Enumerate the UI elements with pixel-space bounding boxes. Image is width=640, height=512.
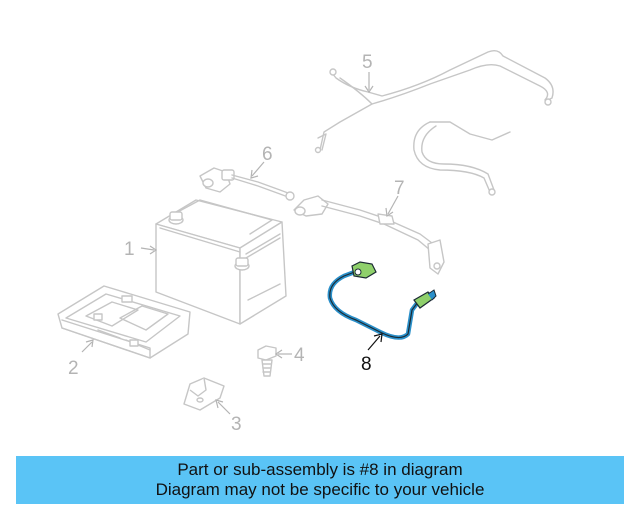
part-8-ground-cable[interactable] (327, 261, 437, 340)
part-5-wiring-harness[interactable] (314, 49, 554, 196)
part-1-battery[interactable] (155, 199, 287, 325)
callout-2: 2 (68, 358, 79, 379)
part-6-battery-cable[interactable] (199, 167, 295, 201)
info-banner: Part or sub-assembly is #8 in diagram Di… (16, 456, 624, 504)
leader-2-arrow (85, 339, 94, 348)
leader-1-arrow (149, 245, 158, 255)
parts-diagram: 1 2 3 4 5 6 7 8 (57, 49, 554, 435)
leader-3-arrow (215, 399, 224, 409)
callout-6: 6 (262, 144, 273, 165)
leader-8-arrow (373, 333, 383, 343)
banner-line-1: Part or sub-assembly is #8 in diagram (177, 460, 463, 479)
leader-6-arrow (250, 169, 259, 179)
leader-7-arrow (385, 207, 394, 218)
leader-4-arrow (274, 349, 283, 359)
callout-3: 3 (231, 414, 242, 435)
leader-7 (387, 195, 399, 215)
banner-line-2: Diagram may not be specific to your vehi… (155, 480, 485, 499)
part-2-battery-tray[interactable] (57, 285, 191, 359)
callout-8: 8 (361, 354, 372, 375)
leader-6 (251, 161, 265, 177)
part-7-positive-cable[interactable] (293, 195, 445, 275)
callout-7: 7 (394, 178, 405, 199)
part-3-bracket[interactable] (183, 377, 225, 411)
part-4-bolt[interactable] (257, 345, 277, 377)
leader-8 (367, 335, 381, 351)
leader-2 (81, 341, 93, 353)
leader-3 (217, 401, 231, 415)
callout-5: 5 (362, 52, 373, 73)
callout-1: 1 (124, 239, 135, 260)
leader-5-arrow (364, 85, 374, 94)
leader-1 (140, 247, 155, 251)
callout-4: 4 (294, 345, 305, 366)
